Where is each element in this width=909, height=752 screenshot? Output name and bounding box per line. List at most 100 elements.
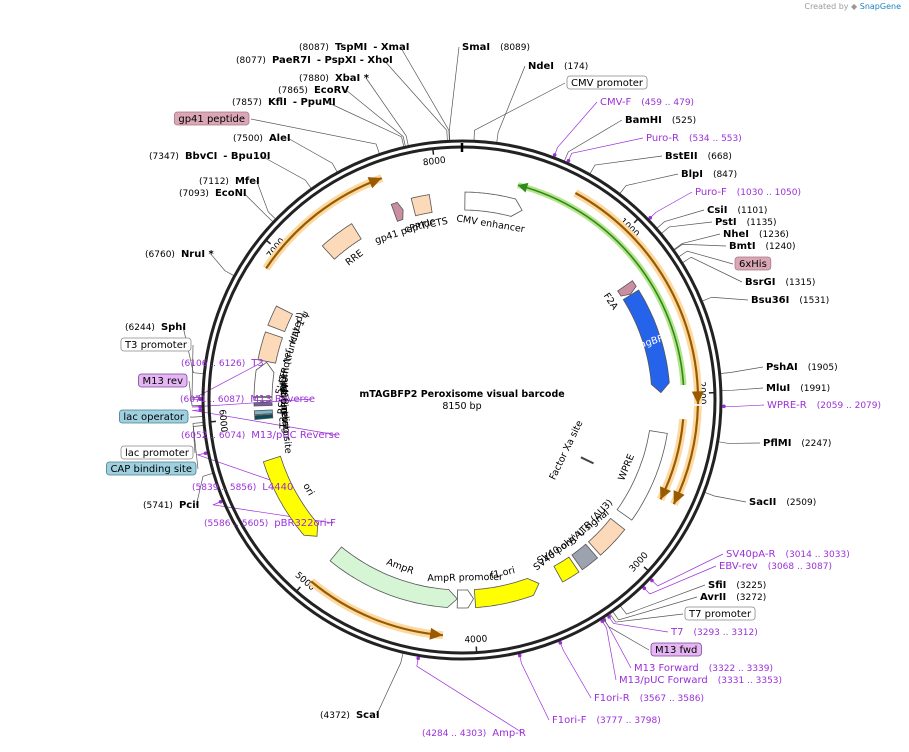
primer-text: M13 Forward(3322 .. 3339) (634, 663, 773, 674)
box-label-cmv-promoter[interactable]: CMV promoter (566, 75, 648, 90)
box-label-t7-promoter[interactable]: T7 promoter (684, 606, 756, 621)
feature-hiv-1[interactable] (267, 305, 294, 333)
feature-sv40-poly-a-signal[interactable] (571, 543, 599, 571)
enzyme-site-bsu36i[interactable]: Bsu36I(1531) (751, 295, 829, 306)
primer-text: WPRE-R(2059 .. 2079) (767, 400, 881, 411)
leader-line (609, 613, 684, 623)
feature-tagbfp[interactable] (622, 289, 670, 394)
feature-5-ltr-truncated[interactable] (257, 331, 284, 364)
feature-t3-promoter[interactable] (253, 396, 273, 401)
primer-amp-r[interactable]: (4284 .. 4303)Amp-R (422, 728, 526, 739)
enzyme-site-bbvci[interactable]: (7347)BbvCI- Bpu10I (149, 151, 270, 162)
feature-rsv-promoter[interactable] (253, 361, 275, 398)
feature-3-ltr-u3[interactable] (587, 517, 626, 556)
feature-cap-binding-site[interactable] (254, 413, 274, 421)
primer-m13-puc-reverse[interactable]: (6052 .. 6074)M13/pUC Reverse (181, 430, 340, 441)
enzyme-site-mfei[interactable]: (7112)MfeI (199, 176, 260, 187)
enzyme-site-sfii[interactable]: SfiI(3225) (708, 580, 766, 591)
enzyme-site-nrui[interactable]: (6760)NruI * (145, 249, 215, 260)
box-label-m13-fwd[interactable]: M13 fwd (650, 642, 702, 657)
primer-ebv-rev[interactable]: EBV-rev(3068 .. 3087) (719, 561, 832, 572)
feature-rre[interactable] (321, 223, 362, 260)
primer-site-mark (722, 404, 726, 409)
feature-f2a[interactable] (616, 280, 637, 297)
feature-sv40-ori[interactable] (553, 556, 580, 583)
enzyme-site-sacii[interactable]: SacII(2509) (749, 497, 816, 508)
primer-f1ori-r[interactable]: F1ori-R(3567 .. 3586) (594, 693, 704, 704)
feature-ori[interactable] (262, 455, 319, 537)
enzyme-site-bsteii[interactable]: BstEII(668) (665, 151, 732, 162)
enzyme-site-tspmi[interactable]: (8087)TspMI- XmaI (299, 42, 409, 53)
feature-lac-operator[interactable] (253, 409, 273, 416)
primer-m13-reverse[interactable]: (6071 .. 6087)M13 Reverse (180, 394, 315, 405)
orf-arrowhead (429, 627, 443, 640)
enzyme-position: (1240) (766, 242, 796, 252)
enzyme-site-xbai[interactable]: (7880)XbaI * (299, 73, 370, 84)
enzyme-site-kfli[interactable]: (7857)KflI- PpuMI (232, 97, 336, 108)
enzyme-site-bsrgi[interactable]: BsrGI(1315) (745, 277, 815, 288)
primer-m13-forward[interactable]: M13 Forward(3322 .. 3339) (634, 663, 773, 674)
primer-l4440[interactable]: (5839 .. 5856)L4440 (192, 482, 293, 493)
primer-f1ori-f[interactable]: F1ori-F(3777 .. 3798) (552, 715, 661, 726)
primer-t3[interactable]: (6106 .. 6126)T3 (181, 358, 264, 369)
primer-m13-puc-forward[interactable]: M13/pUC Forward(3331 .. 3353) (619, 675, 782, 686)
primer-pbr322ori-f[interactable]: (5586 .. 5605)pBR322ori-F (204, 518, 336, 529)
feature-cmv-enhancer[interactable] (464, 191, 523, 217)
enzyme-site-paer7i[interactable]: (8077)PaeR7I- PspXI - XhoI (236, 55, 393, 66)
enzyme-site-blpi[interactable]: BlpI(847) (681, 169, 737, 180)
feature-wpre[interactable] (616, 430, 668, 521)
primer-wpre-r[interactable]: WPRE-R(2059 .. 2079) (767, 400, 881, 411)
primer-name: EBV-rev (719, 561, 758, 572)
box-label-6xhis[interactable]: 6xHis (734, 256, 772, 271)
enzyme-site-mlui[interactable]: MluI(1991) (766, 383, 830, 394)
feature-ampr-promoter[interactable] (456, 589, 474, 609)
enzyme-site-pshai[interactable]: PshAI(1905) (766, 362, 838, 373)
enzyme-site-pflmi[interactable]: PflMI(2247) (763, 438, 831, 449)
tick-mark (265, 239, 272, 245)
feature-f1-ori[interactable] (473, 577, 540, 609)
enzyme-position: (7347) (149, 152, 179, 162)
enzyme-site-alei[interactable]: (7500)AleI (233, 133, 291, 144)
box-label-m13-rev[interactable]: M13 rev (138, 373, 188, 388)
enzyme-text: BmtI(1240) (729, 241, 795, 252)
primer-puro-f[interactable]: Puro-F(1030 .. 1050) (695, 187, 801, 198)
enzyme-site-avrii[interactable]: AvrII(3272) (700, 592, 766, 603)
primer-cmv-f[interactable]: CMV-F(459 .. 479) (600, 97, 694, 108)
enzyme-site-ndei[interactable]: NdeI(174) (528, 61, 588, 72)
enzyme-site-bmti[interactable]: BmtI(1240) (729, 241, 795, 252)
enzyme-site-psti[interactable]: PstI(1135) (715, 217, 777, 228)
primer-puro-r[interactable]: Puro-R(534 .. 553) (646, 133, 742, 144)
enzyme-site-econi[interactable]: (7093)EcoNI (179, 188, 247, 199)
enzyme-text: PstI(1135) (715, 217, 777, 228)
primer-range: (1030 .. 1050) (737, 188, 801, 198)
box-label-t3-promoter[interactable]: T3 promoter (120, 337, 192, 352)
enzyme-site-nhei[interactable]: NheI(1236) (723, 229, 789, 240)
box-label-frame (566, 75, 648, 90)
enzyme-site-smai[interactable]: SmaI(8089) (462, 42, 530, 53)
enzyme-site-scai[interactable]: (4372)ScaI (320, 710, 380, 721)
box-label-gp41-peptide[interactable]: gp41 peptide (173, 111, 250, 126)
feature-cppt-cts[interactable] (410, 194, 433, 217)
enzyme-position: (668) (708, 152, 732, 162)
primer-sv40pa-r[interactable]: SV40pA-R(3014 .. 3033) (726, 549, 850, 560)
primer-name: M13/pUC Forward (619, 675, 708, 686)
feature-gp41-peptide[interactable] (390, 201, 404, 222)
box-label-lac-promoter[interactable]: lac promoter (120, 445, 194, 460)
enzyme-site-ecorv[interactable]: (7865)EcoRV (278, 85, 349, 96)
enzyme-site-csii[interactable]: CsiI(1101) (707, 205, 767, 216)
primer-name: M13 Reverse (250, 394, 315, 405)
feature-m13-rev[interactable] (253, 402, 273, 407)
enzyme-site-bamhi[interactable]: BamHI(525) (625, 115, 696, 126)
primer-t7[interactable]: T7(3293 .. 3312) (670, 627, 758, 638)
enzyme-site-sphi[interactable]: (6244)SphI (125, 322, 186, 333)
box-label-text: lac promoter (125, 448, 190, 459)
leader-line (678, 250, 734, 265)
box-label-lac-operator[interactable]: lac operator (119, 409, 189, 424)
box-label-cap-binding-site[interactable]: CAP binding site (106, 461, 197, 476)
enzyme-text: (7857)KflI- PpuMI (232, 97, 336, 108)
feature-ampr[interactable] (329, 546, 458, 608)
primer-range: (3322 .. 3339) (709, 664, 773, 674)
enzyme-site-pcii[interactable]: (5741)PciI (143, 500, 199, 511)
primer-text: (5586 .. 5605)pBR322ori-F (204, 518, 336, 529)
